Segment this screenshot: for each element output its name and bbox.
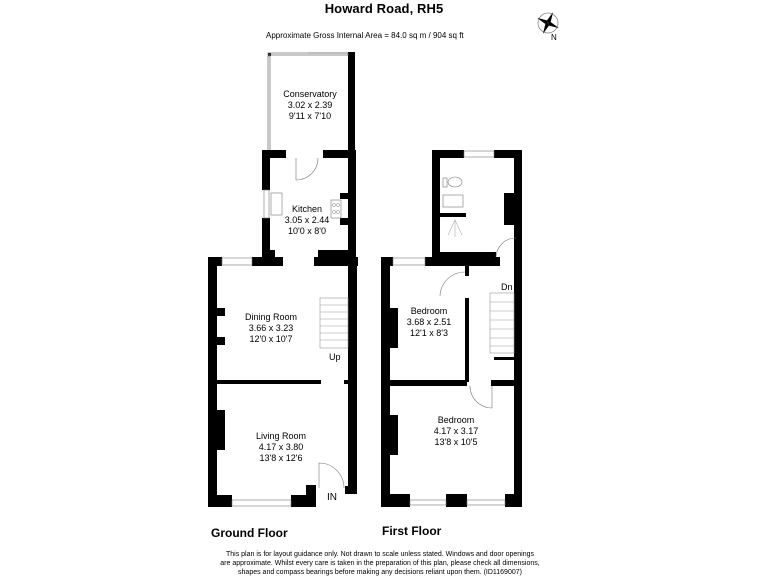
gross-internal-area: Approximate Gross Internal Area = 84.0 s… (266, 31, 464, 40)
disclaimer-line: shapes and compass bearings before makin… (238, 569, 522, 576)
compass-north-label: N (551, 33, 557, 42)
room-imperial: 9'11 x 7'10 (288, 111, 332, 121)
room-metric: 4.17 x 3.80 (258, 442, 304, 452)
room-metric: 3.05 x 2.44 (284, 215, 330, 225)
room-name: Dining Room (244, 312, 298, 322)
stairs-down-label: Dn (501, 282, 513, 292)
ground-floor-plan (208, 52, 358, 507)
room-kitchen: Kitchen 3.05 x 2.44 10'0 x 8'0 (285, 204, 330, 237)
ground-floor-label: Ground Floor (211, 526, 288, 540)
room-metric: 3.66 x 3.23 (248, 323, 294, 333)
compass-rose: N (534, 10, 564, 46)
room-imperial: 12'1 x 8'3 (410, 328, 448, 338)
compass-icon (537, 12, 559, 34)
room-metric: 3.68 x 2.51 (406, 317, 452, 327)
entrance-label: IN (327, 492, 337, 503)
room-metric: 3.02 x 2.39 (287, 100, 333, 110)
room-name: Living Room (255, 431, 307, 441)
room-dining-room: Dining Room 3.66 x 3.23 12'0 x 10'7 (245, 312, 297, 345)
room-metric: 4.17 x 3.17 (433, 426, 479, 436)
room-name: Bedroom (437, 415, 475, 425)
disclaimer-line: This plan is for layout guidance only. N… (225, 551, 535, 558)
disclaimer-line: are approximate. Whilst every care is ta… (220, 560, 540, 567)
first-floor-plan (381, 150, 522, 507)
first-floor-label: First Floor (382, 524, 442, 538)
room-imperial: 10'0 x 8'0 (288, 226, 326, 236)
stairs-up-label: Up (329, 352, 341, 362)
room-name: Bedroom (410, 306, 448, 316)
room-imperial: 13'8 x 10'5 (434, 437, 478, 447)
property-title: Howard Road, RH5 (324, 1, 444, 16)
room-living-room: Living Room 4.17 x 3.80 13'8 x 12'6 (256, 431, 306, 464)
room-name: Conservatory (283, 89, 337, 99)
room-bedroom-2: Bedroom 4.17 x 3.17 13'8 x 10'5 (434, 415, 479, 448)
room-imperial: 13'8 x 12'6 (259, 453, 303, 463)
room-name: Kitchen (291, 204, 323, 214)
room-bedroom-1: Bedroom 3.68 x 2.51 12'1 x 8'3 (407, 306, 452, 339)
room-conservatory: Conservatory 3.02 x 2.39 9'11 x 7'10 (283, 89, 337, 122)
room-imperial: 12'0 x 10'7 (249, 334, 293, 344)
disclaimer: This plan is for layout guidance only. N… (190, 550, 570, 577)
